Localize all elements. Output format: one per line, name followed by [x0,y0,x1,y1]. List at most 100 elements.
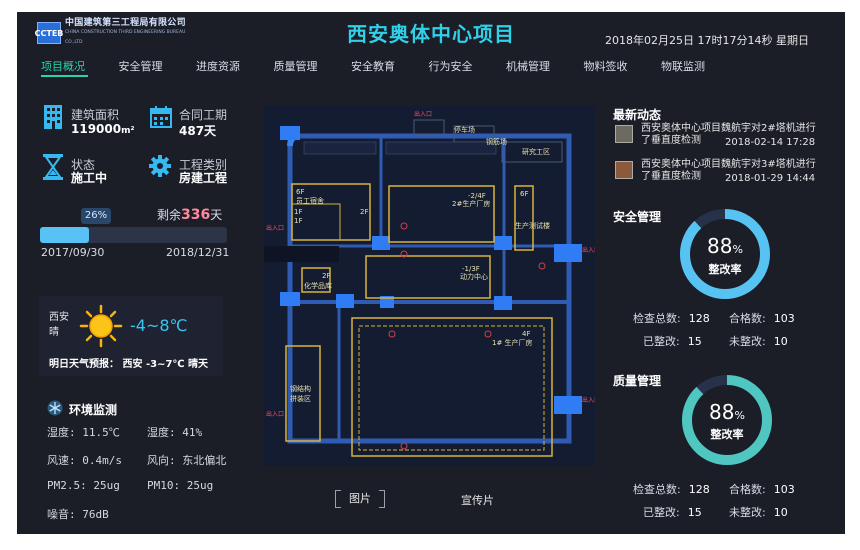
company-logo: CCTEB 中国建筑第三工程局有限公司 CHINA CONSTRUCTION T… [35,18,197,45]
quality-rate-ring [682,375,772,465]
pm25: PM2.5: 25ug [47,479,120,492]
nav-tab-behavior-safety[interactable]: 行为安全 [428,60,473,73]
safety-unfixed: 未整改:10 [729,335,788,348]
weather-city: 西安 [49,312,69,323]
end-date: 2018/12/31 [166,246,230,259]
map-label-plant1: 1# 生产厂房 [492,338,533,347]
progress-percent-badge: 26% [81,208,111,224]
map-label-chem: 化学品库 [304,281,332,290]
map-label-power: 动力中心 [460,272,488,281]
hourglass-icon [43,154,63,180]
period-label: 合同工期 [179,108,228,122]
safety-rate-value: 88% [707,234,743,258]
nav-tab-progress[interactable]: 进度资源 [196,60,240,73]
nav-tab-safety-education[interactable]: 安全教育 [351,60,395,73]
wind-direction: 风向: 东北偏北 [147,454,227,467]
humidity-1: 湿度: 11.5℃ [47,426,120,439]
nav-tab-safety[interactable]: 安全管理 [118,60,163,73]
logo-mark: CCTEB [35,22,63,44]
news-item-1[interactable]: 西安奥体中心项目魏航宇对2#塔机进行 了垂直度检测 [641,123,816,146]
news-title: 最新动态 [613,108,662,122]
start-date: 2017/09/30 [41,246,105,259]
map-label-dorm-2f: 2F [360,208,368,216]
map-label-dorm-1f-a: 1F [294,208,302,216]
map-label-yard-b: 钢筋场 [486,137,507,146]
snowflake-icon [47,400,63,416]
safety-title: 安全管理 [613,210,662,224]
map-label-office: 研究工区 [522,147,550,156]
gear-icon [149,155,171,177]
quality-rate-value: 88% [709,400,745,424]
map-label-yard-a: 停车场 [454,125,475,134]
safety-check-total: 检查总数:128 [633,312,710,325]
map-label-test-6f: 6F [520,190,528,198]
map-label-steel: 钢结构 [290,384,311,393]
quality-fixed: 已整改:15 [643,506,702,519]
sun-icon [79,304,123,348]
quality-qualified: 合格数:103 [729,483,795,496]
news-date-2: 2018-01-29 14:44 [725,173,816,184]
current-datetime: 2018年02月25日 17时17分14秒 星期日 [605,34,809,47]
map-label-plant2-floors: -2/4F [468,192,486,200]
map-entrance-left-1: 出入口 [266,224,284,232]
map-entrance-right-2: 出入口 [582,396,595,404]
map-label-dorm: 员工宿舍 [296,196,324,205]
map-label-plant2: 2#生产厂房 [452,199,490,208]
map-label-test: 生产测试楼 [515,221,550,230]
dashboard: CCTEB 中国建筑第三工程局有限公司 CHINA CONSTRUCTION T… [17,12,845,534]
nav-tab-overview[interactable]: 项目概况 [41,60,85,73]
site-map[interactable]: 停车场 钢筋场 研究工区 6F 员工宿舍 1F 1F 2F -2/4F 2#生产… [264,106,595,466]
safety-qualified: 合格数:103 [729,312,795,325]
remaining-days: 剩余336天 [157,207,223,223]
building-icon [44,105,62,129]
quality-unfixed: 未整改:10 [729,506,788,519]
nav-tab-material[interactable]: 物料签收 [583,60,628,73]
noise: 噪音: 76dB [47,508,109,521]
safety-rate-label: 整改率 [708,263,742,276]
wind-speed: 风速: 0.4m/s [47,454,122,467]
page-title: 西安奥体中心项目 [347,22,515,46]
company-name-en: CHINA CONSTRUCTION THIRD ENGINEERING BUR… [65,30,186,45]
area-value: 119000m² [71,122,135,136]
news-thumbnail [615,161,633,179]
status-label: 状态 [71,158,96,172]
humidity-2: 湿度: 41% [147,426,203,439]
news-thumbnail [615,125,633,143]
news-item-2[interactable]: 西安奥体中心项目魏航宇对3#塔机进行 了垂直度检测 [641,159,816,182]
environment-title: 环境监测 [69,403,118,417]
news-date-1: 2018-02-14 17:28 [725,137,816,148]
map-entrance-right-1: 出入口 [582,246,595,254]
pm10: PM10: 25ug [147,479,214,492]
map-entrance-left-2: 出入口 [266,410,284,418]
map-label-plant1-floors: 4F [522,330,530,338]
area-label: 建筑面积 [71,108,120,122]
nav-active-indicator [41,75,88,77]
weather-condition: 晴 [49,327,59,338]
map-label-dorm-1f-b: 1F [294,217,302,225]
nav-tab-machinery[interactable]: 机械管理 [506,60,550,73]
map-entrance-top: 出入口 [414,110,432,118]
tab-picture[interactable]: 图片 [335,490,385,508]
quality-title: 质量管理 [613,374,662,388]
period-value: 487天 [179,124,217,138]
safety-rate-ring [680,209,770,299]
quality-check-total: 检查总数:128 [633,483,710,496]
weather-forecast: 明日天气预报： 西安 -3~7℃ 晴天 [49,359,208,370]
category-value: 房建工程 [179,171,228,185]
map-label-chem-2f: 2F [322,272,330,280]
map-label-power-floors: -1/3F [462,265,480,273]
tab-promo-video[interactable]: 宣传片 [461,494,494,507]
map-label-dorm-6f: 6F [296,188,304,196]
company-name: 中国建筑第三工程局有限公司 [65,18,186,28]
map-label-assembly: 拼装区 [290,394,311,403]
nav-tab-iot[interactable]: 物联监测 [661,60,705,73]
calendar-icon [150,106,172,128]
main-nav: 项目概况 安全管理 进度资源 质量管理 安全教育 行为安全 机械管理 物料签收 … [41,58,739,74]
category-label: 工程类别 [179,158,228,172]
progress-bar-fill [40,227,89,243]
quality-rate-label: 整改率 [710,428,744,441]
status-value: 施工中 [71,171,108,185]
weather-temperature: -4~8℃ [130,316,188,335]
safety-fixed: 已整改:15 [643,335,702,348]
nav-tab-quality[interactable]: 质量管理 [273,60,318,73]
